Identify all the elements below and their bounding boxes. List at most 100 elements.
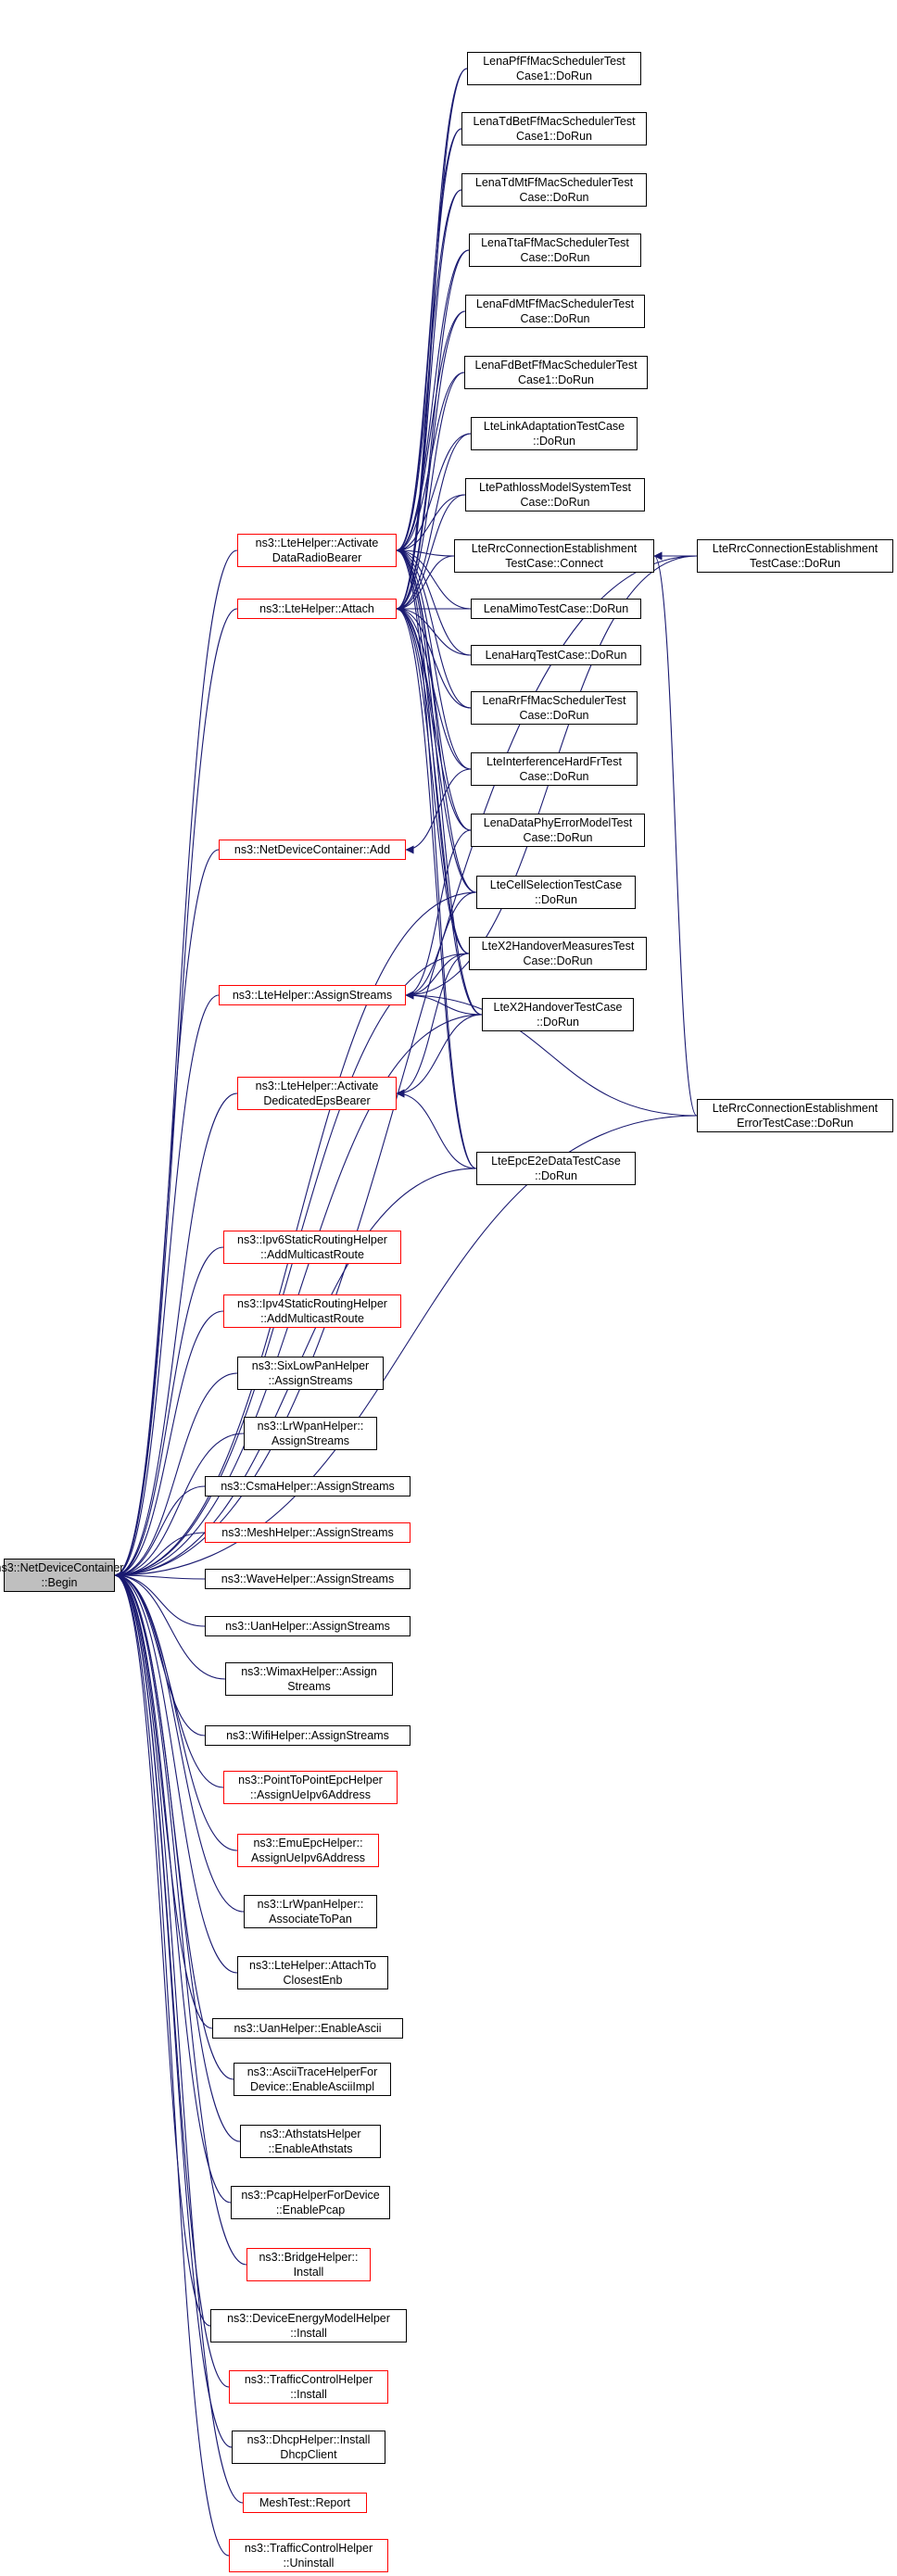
node-tcUninstall[interactable]: ns3::TrafficControlHelper::Uninstall [229,2539,388,2572]
edge-interf-to-attach [396,604,472,770]
node-label-line: ns3::TrafficControlHelper [244,2542,373,2555]
node-label-line: LenaRrFfMacSchedulerTest [482,694,626,707]
node-label-line: LtePathlossModelSystemTest [479,481,631,494]
node-p2pEpc[interactable]: ns3::PointToPointEpcHelper::AssignUeIpv6… [223,1771,398,1804]
edge-harq-to-activateDataRadioBearer [396,546,472,656]
node-emuEpc[interactable]: ns3::EmuEpcHelper::AssignUeIpv6Address [237,1834,379,1867]
node-attach[interactable]: ns3::LteHelper::Attach [237,599,397,619]
node-uanAssign[interactable]: ns3::UanHelper::AssignStreams [205,1616,411,1636]
node-wifi[interactable]: ns3::WifiHelper::AssignStreams [205,1725,411,1746]
node-label-line: ns3::SixLowPanHelper [251,1359,370,1372]
node-label-line: ns3::BridgeHelper:: [259,2251,359,2264]
edge-energy-to-begin [114,1571,211,2327]
node-label-line: ::EnablePcap [275,2203,346,2216]
edge-pcap-to-begin [114,1571,232,2203]
node-label-line: AssociateToPan [269,1913,352,1926]
node-label-line: ::Install [290,2388,327,2401]
node-label-line: ns3::WimaxHelper::Assign [241,1665,377,1678]
edge-harq-to-attach [396,604,472,656]
edge-tcUninstall-to-begin [114,1571,230,2557]
node-label-line: ErrorTestCase::DoRun [737,1117,853,1130]
node-label-line: ns3::LteHelper::Attach [259,602,374,615]
edge-dataPhy-to-attach [396,604,472,831]
edge-x2meas-to-activateDedicatedEps [396,953,470,1098]
node-energy[interactable]: ns3::DeviceEnergyModelHelper::Install [210,2309,407,2342]
node-label-line: ::AddMulticastRoute [260,1248,364,1261]
node-meshReport[interactable]: MeshTest::Report [243,2493,367,2513]
node-label-line: AssignUeIpv6Address [251,1851,365,1864]
node-sixLowPan[interactable]: ns3::SixLowPanHelper::AssignStreams [237,1357,384,1390]
node-ipv4Static[interactable]: ns3::Ipv4StaticRoutingHelper::AddMultica… [223,1294,401,1328]
edge-lrWpanAssign-to-begin [114,1433,245,1580]
node-lrWpanAssign[interactable]: ns3::LrWpanHelper::AssignStreams [244,1417,377,1450]
node-label-line: LenaFdMtFfMacSchedulerTest [475,297,635,310]
node-uanAscii[interactable]: ns3::UanHelper::EnableAscii [212,2018,403,2039]
node-label-line: LenaFdBetFfMacSchedulerTest [474,359,638,372]
node-lrWpanAssoc[interactable]: ns3::LrWpanHelper::AssociateToPan [244,1895,377,1928]
edge-ndcAdd-to-begin [114,849,220,1580]
node-label-line: ns3::TrafficControlHelper [244,2373,373,2386]
node-label-line: LteRrcConnectionEstablishment [712,542,878,555]
node-label-line: TestCase::DoRun [750,557,840,570]
node-label-line: ns3::WaveHelper::AssignStreams [221,1572,395,1585]
node-tcInstall[interactable]: ns3::TrafficControlHelper::Install [229,2370,388,2404]
node-label-line: Case::DoRun [520,251,590,264]
node-mimo[interactable]: LenaMimoTestCase::DoRun [471,599,641,619]
node-ipv6Static[interactable]: ns3::Ipv6StaticRoutingHelper::AddMultica… [223,1231,401,1264]
node-pcap[interactable]: ns3::PcapHelperForDevice::EnablePcap [231,2186,390,2219]
node-label-line: Case::DoRun [520,312,590,325]
edge-rrcConnect-to-attach [396,555,455,613]
edge-dataPhy-to-lteAssignStreams [405,829,472,1000]
edge-interf-to-ndcAdd [405,768,472,854]
node-label-line: Case1::DoRun [518,373,594,386]
node-label-line: AssignStreams [271,1434,350,1447]
node-label-line: Case::DoRun [519,709,589,722]
edge-tta-to-activateDataRadioBearer [396,249,470,555]
node-athstats[interactable]: ns3::AthstatsHelper::EnableAthstats [240,2125,381,2158]
node-label-line: ns3::AthstatsHelper [259,2128,361,2140]
node-label-line: ns3::PcapHelperForDevice [241,2189,380,2202]
node-linkAdapt[interactable]: LteLinkAdaptationTestCase::DoRun [471,417,638,450]
node-cellSel[interactable]: LteCellSelectionTestCase::DoRun [476,876,636,909]
edge-lteAssignStreams-to-begin [114,994,220,1580]
edge-bridge-to-begin [114,1571,247,2266]
node-csma[interactable]: ns3::CsmaHelper::AssignStreams [205,1476,411,1496]
node-harq[interactable]: LenaHarqTestCase::DoRun [471,645,641,665]
node-label-line: LteRrcConnectionEstablishment [471,542,638,555]
edge-fdmt-to-attach [396,310,466,613]
node-mesh[interactable]: ns3::MeshHelper::AssignStreams [205,1522,411,1543]
node-lteAssignStreams[interactable]: ns3::LteHelper::AssignStreams [219,985,406,1005]
node-ndcAdd[interactable]: ns3::NetDeviceContainer::Add [219,840,406,860]
node-wave[interactable]: ns3::WaveHelper::AssignStreams [205,1569,411,1589]
edge-activateDataRadioBearer-to-begin [114,549,238,1580]
node-epcE2e[interactable]: LteEpcE2eDataTestCase::DoRun [476,1152,636,1185]
node-label-line: ns3::LteHelper::AttachTo [249,1959,376,1972]
node-label-line: ::DoRun [535,893,577,906]
node-label-line: LenaDataPhyErrorModelTest [483,816,633,829]
node-label-line: ::EnableAthstats [268,2142,353,2155]
node-x2ho[interactable]: LteX2HandoverTestCase::DoRun [482,998,634,1031]
node-label-line: ns3::Ipv4StaticRoutingHelper [237,1297,387,1310]
edge-rrcErr-to-begin [114,1115,698,1580]
node-bridge[interactable]: ns3::BridgeHelper::Install [246,2248,371,2281]
